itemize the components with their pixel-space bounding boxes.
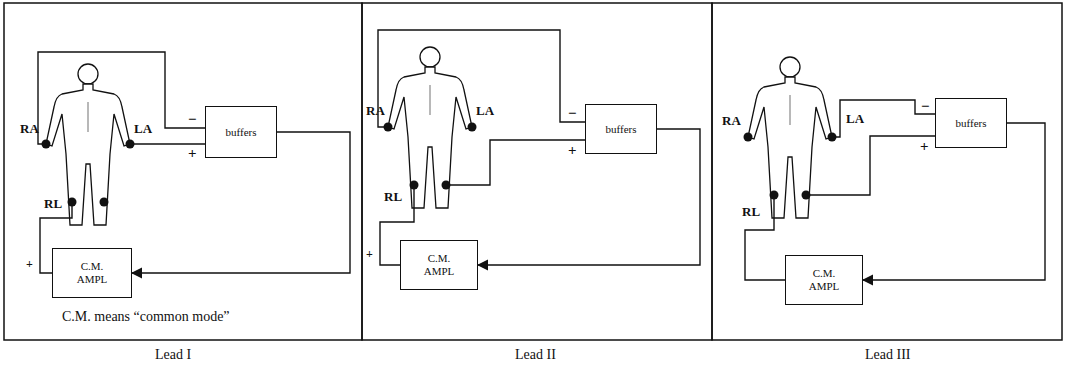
electrode-label: RA (366, 104, 385, 117)
electrode-label: LA (476, 104, 494, 117)
lead-wire (38, 30, 935, 280)
polarity-sign: − (188, 112, 197, 127)
panel-frame (4, 3, 1062, 340)
polarity-sign: − (568, 106, 577, 121)
amplifier-box: C.M. AMPL (785, 255, 863, 305)
box-text: C.M. AMPL (419, 252, 459, 277)
buffer-box: buffers (585, 104, 657, 154)
electrode-label: RL (742, 205, 760, 218)
human-figure (388, 47, 472, 208)
human-figure (748, 57, 832, 218)
panel-label: Lead III (865, 348, 910, 362)
buffer-box: buffers (935, 98, 1007, 148)
electrode-label: RL (44, 197, 62, 210)
polarity-sign: + (366, 248, 373, 260)
amplifier-box: C.M. AMPL (400, 240, 478, 290)
box-text: buffers (591, 123, 651, 136)
amplifier-box: C.M. AMPL (52, 248, 132, 298)
electrode (42, 123, 837, 207)
box-text: C.M. AMPL (72, 260, 112, 285)
buffer-box: buffers (205, 106, 277, 158)
polarity-sign: − (921, 99, 930, 114)
box-text: C.M. AMPL (804, 267, 844, 292)
electrode-label: RA (20, 122, 39, 135)
box-text: buffers (941, 117, 1001, 130)
polarity-sign: + (568, 143, 577, 158)
electrode-label: LA (134, 122, 152, 135)
panel-label: Lead II (515, 348, 556, 362)
polarity-sign: + (188, 146, 197, 161)
panel-label: Lead I (155, 348, 191, 362)
polarity-sign: + (26, 258, 33, 270)
electrode-label: LA (846, 112, 864, 125)
caption-note: C.M. means “common mode” (62, 310, 230, 324)
electrode-label: RL (384, 190, 402, 203)
box-text: buffers (211, 126, 271, 139)
electrode-label: RA (722, 114, 741, 127)
polarity-sign: + (920, 139, 929, 154)
